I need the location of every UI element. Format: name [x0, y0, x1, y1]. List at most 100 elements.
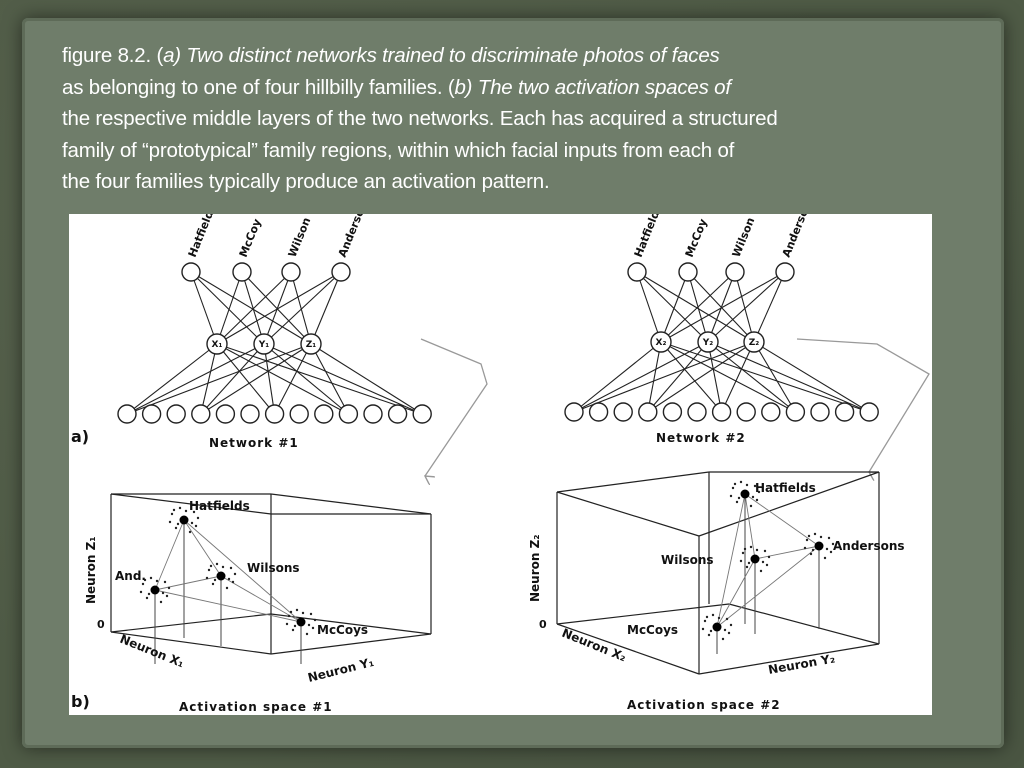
space-2-sample-point: [825, 547, 829, 551]
space-1-prototype-point: [296, 617, 306, 627]
network-2-input-node: [588, 402, 609, 422]
space-1-cluster-points: [139, 506, 317, 636]
space-2-label-hatfields: Hatfields: [755, 481, 816, 495]
space-2-sample-point: [743, 547, 747, 551]
space-2-prototype-point: [712, 622, 722, 632]
space-1-prototype-point: [216, 571, 226, 581]
network-2-input-node: [736, 402, 756, 422]
caption-line-2: as belonging to one of four hillbilly fa…: [62, 75, 731, 99]
network-2-title: Network #2: [656, 431, 746, 445]
space-1-sample-point: [285, 622, 289, 626]
caption-line-1: figure 8.2. (a) Two distinct networks tr…: [62, 44, 720, 67]
space-2-sample-point: [813, 532, 817, 536]
space-2-sample-point: [725, 617, 729, 621]
space-2-sample-point: [741, 551, 745, 555]
network-2-input-node: [761, 402, 781, 422]
network-2-input-node: [711, 402, 732, 422]
network-1-hidden-node: [300, 333, 322, 355]
space-1-sample-point: [207, 568, 211, 572]
network-1-title: Network #1: [209, 436, 299, 450]
network-2-output-label: Anderson: [780, 214, 814, 259]
network-2-output-node: [678, 262, 698, 282]
space-2-sample-point: [811, 548, 815, 552]
network-2-hidden-node: [650, 331, 672, 353]
space-1-sample-point: [161, 591, 165, 595]
space-2-sample-point: [723, 628, 727, 632]
space-1-sample-point: [143, 578, 147, 582]
space-2-sample-point: [755, 548, 759, 552]
space-1-sample-point: [211, 582, 215, 586]
space-2-sample-point: [761, 560, 765, 564]
space-1-sample-point: [295, 608, 299, 612]
space-2-prototype-point: [750, 554, 760, 564]
space-1-sample-point: [227, 577, 231, 581]
space-1-sample-point: [309, 612, 313, 616]
network-2-output-label: Hatfields: [632, 214, 665, 259]
space-1-sample-point: [215, 562, 219, 566]
network-2-input-node: [834, 402, 855, 422]
network-1-input-node: [141, 404, 162, 424]
space-2-axis-z: Neuron Z₂: [528, 534, 542, 602]
network-1-input-node: [387, 404, 408, 424]
space-1-sample-point: [168, 520, 172, 524]
space-1-sample-point: [155, 579, 159, 583]
network-2-input-node: [687, 402, 707, 422]
space-2-sample-point: [709, 629, 713, 633]
space-1-sample-point: [178, 506, 182, 510]
network-2-hidden-label: Z₂: [749, 338, 760, 348]
network-1-hidden-label: Z₁: [306, 340, 317, 350]
space-1-sample-point: [176, 522, 180, 526]
network-2-hidden-label: X₂: [656, 338, 667, 348]
space-1-sample-point: [188, 530, 192, 534]
activation-space-1: Hatfields And. Wilsons McCoys 0 Neuron Z…: [84, 493, 432, 714]
space-2-origin: 0: [539, 618, 547, 631]
network-2-input-node: [638, 402, 658, 422]
space-2-sample-point: [767, 555, 771, 559]
space-1-sample-point: [209, 564, 213, 568]
network-2-output-label: Wilson: [730, 216, 758, 259]
network-1-input-node: [117, 404, 137, 424]
space-2-sample-point: [703, 619, 707, 623]
space-1-sample-point: [205, 576, 209, 580]
space-1-sample-point: [192, 510, 196, 514]
network-1-output-label: McCoy: [237, 217, 264, 259]
network-1-input-node: [215, 404, 236, 424]
panel-b-label: b): [71, 692, 90, 711]
space-2-sample-point: [717, 616, 721, 620]
space-2-sample-point: [831, 542, 835, 546]
network-2-output-label: McCoy: [683, 217, 710, 259]
network-1-connections: [126, 271, 423, 415]
space-1-label-mccoys: McCoys: [317, 623, 368, 637]
space-1-sample-point: [225, 586, 229, 590]
space-2-prototype-point: [740, 489, 750, 499]
network-2-output-node: [627, 262, 647, 282]
network-1-input-node: [264, 404, 285, 424]
figure-caption: figure 8.2. (a) Two distinct networks tr…: [62, 40, 942, 198]
network-1-input-node: [314, 404, 334, 424]
space-1-sample-point: [141, 582, 145, 586]
network-1-input-node: [240, 404, 260, 424]
space-2-sample-point: [827, 536, 831, 540]
network-2-hidden-node: [697, 331, 719, 353]
space-1-sample-point: [174, 526, 178, 530]
space-2-sample-point: [765, 563, 769, 567]
space-2-sample-point: [729, 623, 733, 627]
network-1-input-node: [412, 404, 432, 424]
network-1-output-label: Anderson: [336, 214, 370, 259]
space-1-sample-point: [287, 614, 291, 618]
space-1-sample-point: [301, 611, 305, 615]
space-2-sample-point: [755, 498, 759, 502]
space-2-sample-point: [727, 631, 731, 635]
space-1-sample-point: [145, 596, 149, 600]
space-2-sample-point: [735, 500, 739, 504]
space-2-prototype-point: [814, 541, 824, 551]
space-1-sample-point: [170, 512, 174, 516]
network-1-output-node: [181, 262, 201, 282]
space-1-label-hatfields: Hatfields: [189, 499, 250, 513]
space-2-sample-point: [751, 495, 755, 499]
space-2-sample-point: [737, 496, 741, 500]
network-2-input-node: [564, 402, 584, 422]
space-2-sample-point: [745, 565, 749, 569]
network-1-hidden-node: [206, 333, 228, 355]
